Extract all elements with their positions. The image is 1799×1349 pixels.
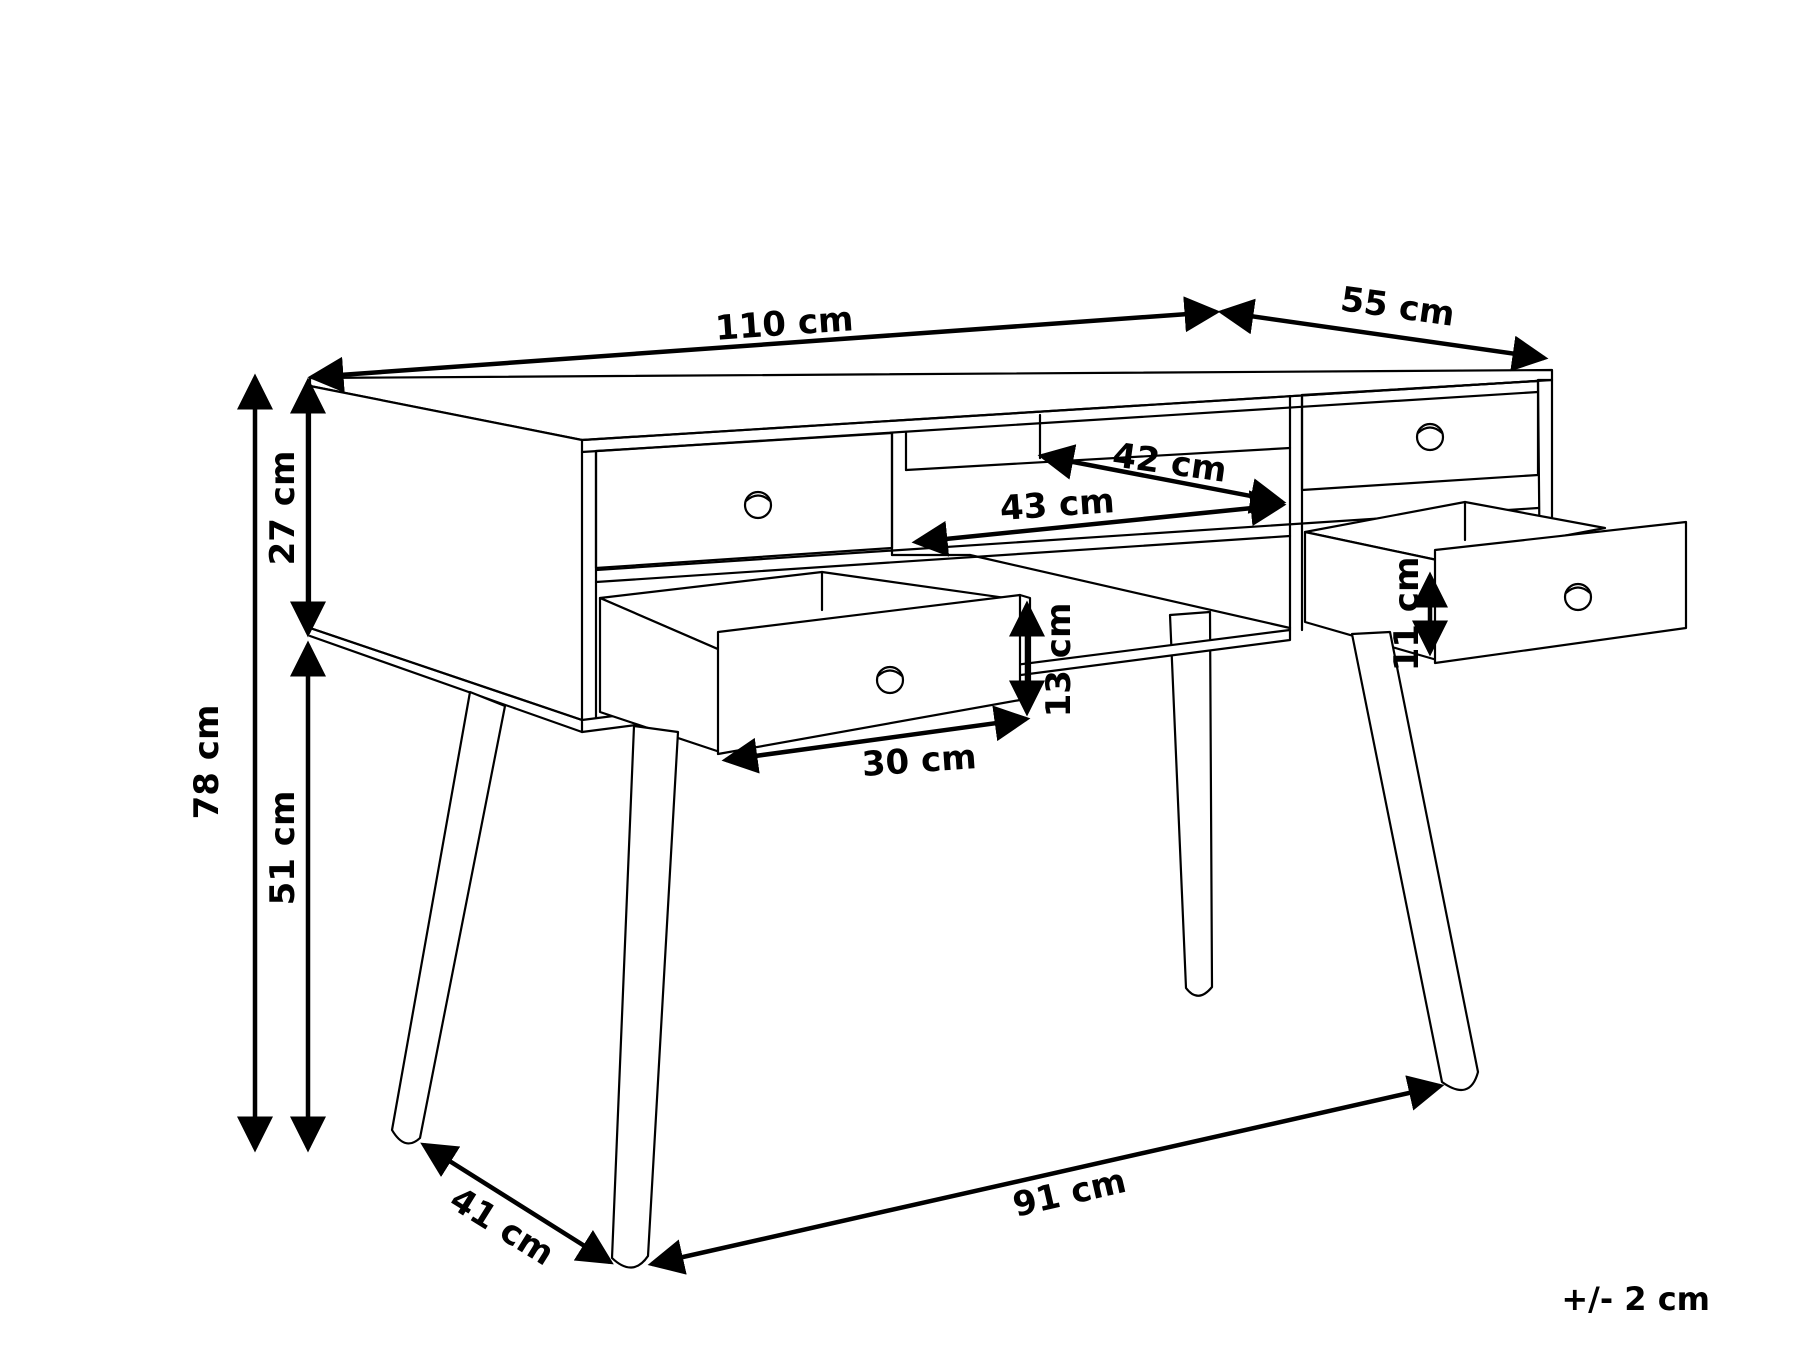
front-left-leg xyxy=(390,690,507,1145)
top-right-drawer xyxy=(1300,379,1540,492)
small-drawer-width-label: 30 cm xyxy=(861,737,978,785)
top-left-drawer-knob xyxy=(743,490,773,520)
tolerance-label: +/- 2 cm xyxy=(1561,1280,1710,1318)
depth-arrow xyxy=(1217,298,1549,372)
back-right-leg xyxy=(1168,610,1214,997)
middle-shelf-width-label: 42 cm xyxy=(1110,435,1229,491)
bottom-right-drawer-knob xyxy=(1563,582,1593,612)
dimension-arrows xyxy=(237,296,1549,1275)
small-drawer-width-arrow xyxy=(721,705,1031,774)
leg-span-depth-arrow xyxy=(420,1142,614,1265)
dimension-labels: 110 cm 55 cm 78 cm 27 cm 51 cm 42 cm 43 … xyxy=(187,279,1710,1318)
depth-label: 55 cm xyxy=(1338,279,1457,335)
front-center-leg xyxy=(610,724,680,1269)
top-left-drawer xyxy=(594,431,894,570)
top-right-drawer-knob xyxy=(1415,422,1445,452)
front-right-leg xyxy=(1350,630,1480,1092)
bottom-right-open-drawer xyxy=(1303,500,1688,665)
top-section-height-label: 27 cm xyxy=(263,451,303,566)
width-label: 110 cm xyxy=(714,299,855,349)
left-side-panel xyxy=(308,384,584,722)
small-drawer-height-label: 13 cm xyxy=(1039,603,1079,718)
middle-shelf-opening-label: 43 cm xyxy=(999,481,1116,529)
leg-height-label: 51 cm xyxy=(263,791,303,906)
width-arrow xyxy=(307,296,1221,393)
total-height-label: 78 cm xyxy=(187,705,227,820)
middle-shelf-opening-arrow xyxy=(911,490,1287,557)
desk-illustration xyxy=(308,368,1688,1269)
leg-span-width-arrow xyxy=(647,1075,1445,1275)
bottom-left-drawer-knob xyxy=(875,665,905,695)
right-drawer-height-label: 11 cm xyxy=(1387,557,1427,672)
